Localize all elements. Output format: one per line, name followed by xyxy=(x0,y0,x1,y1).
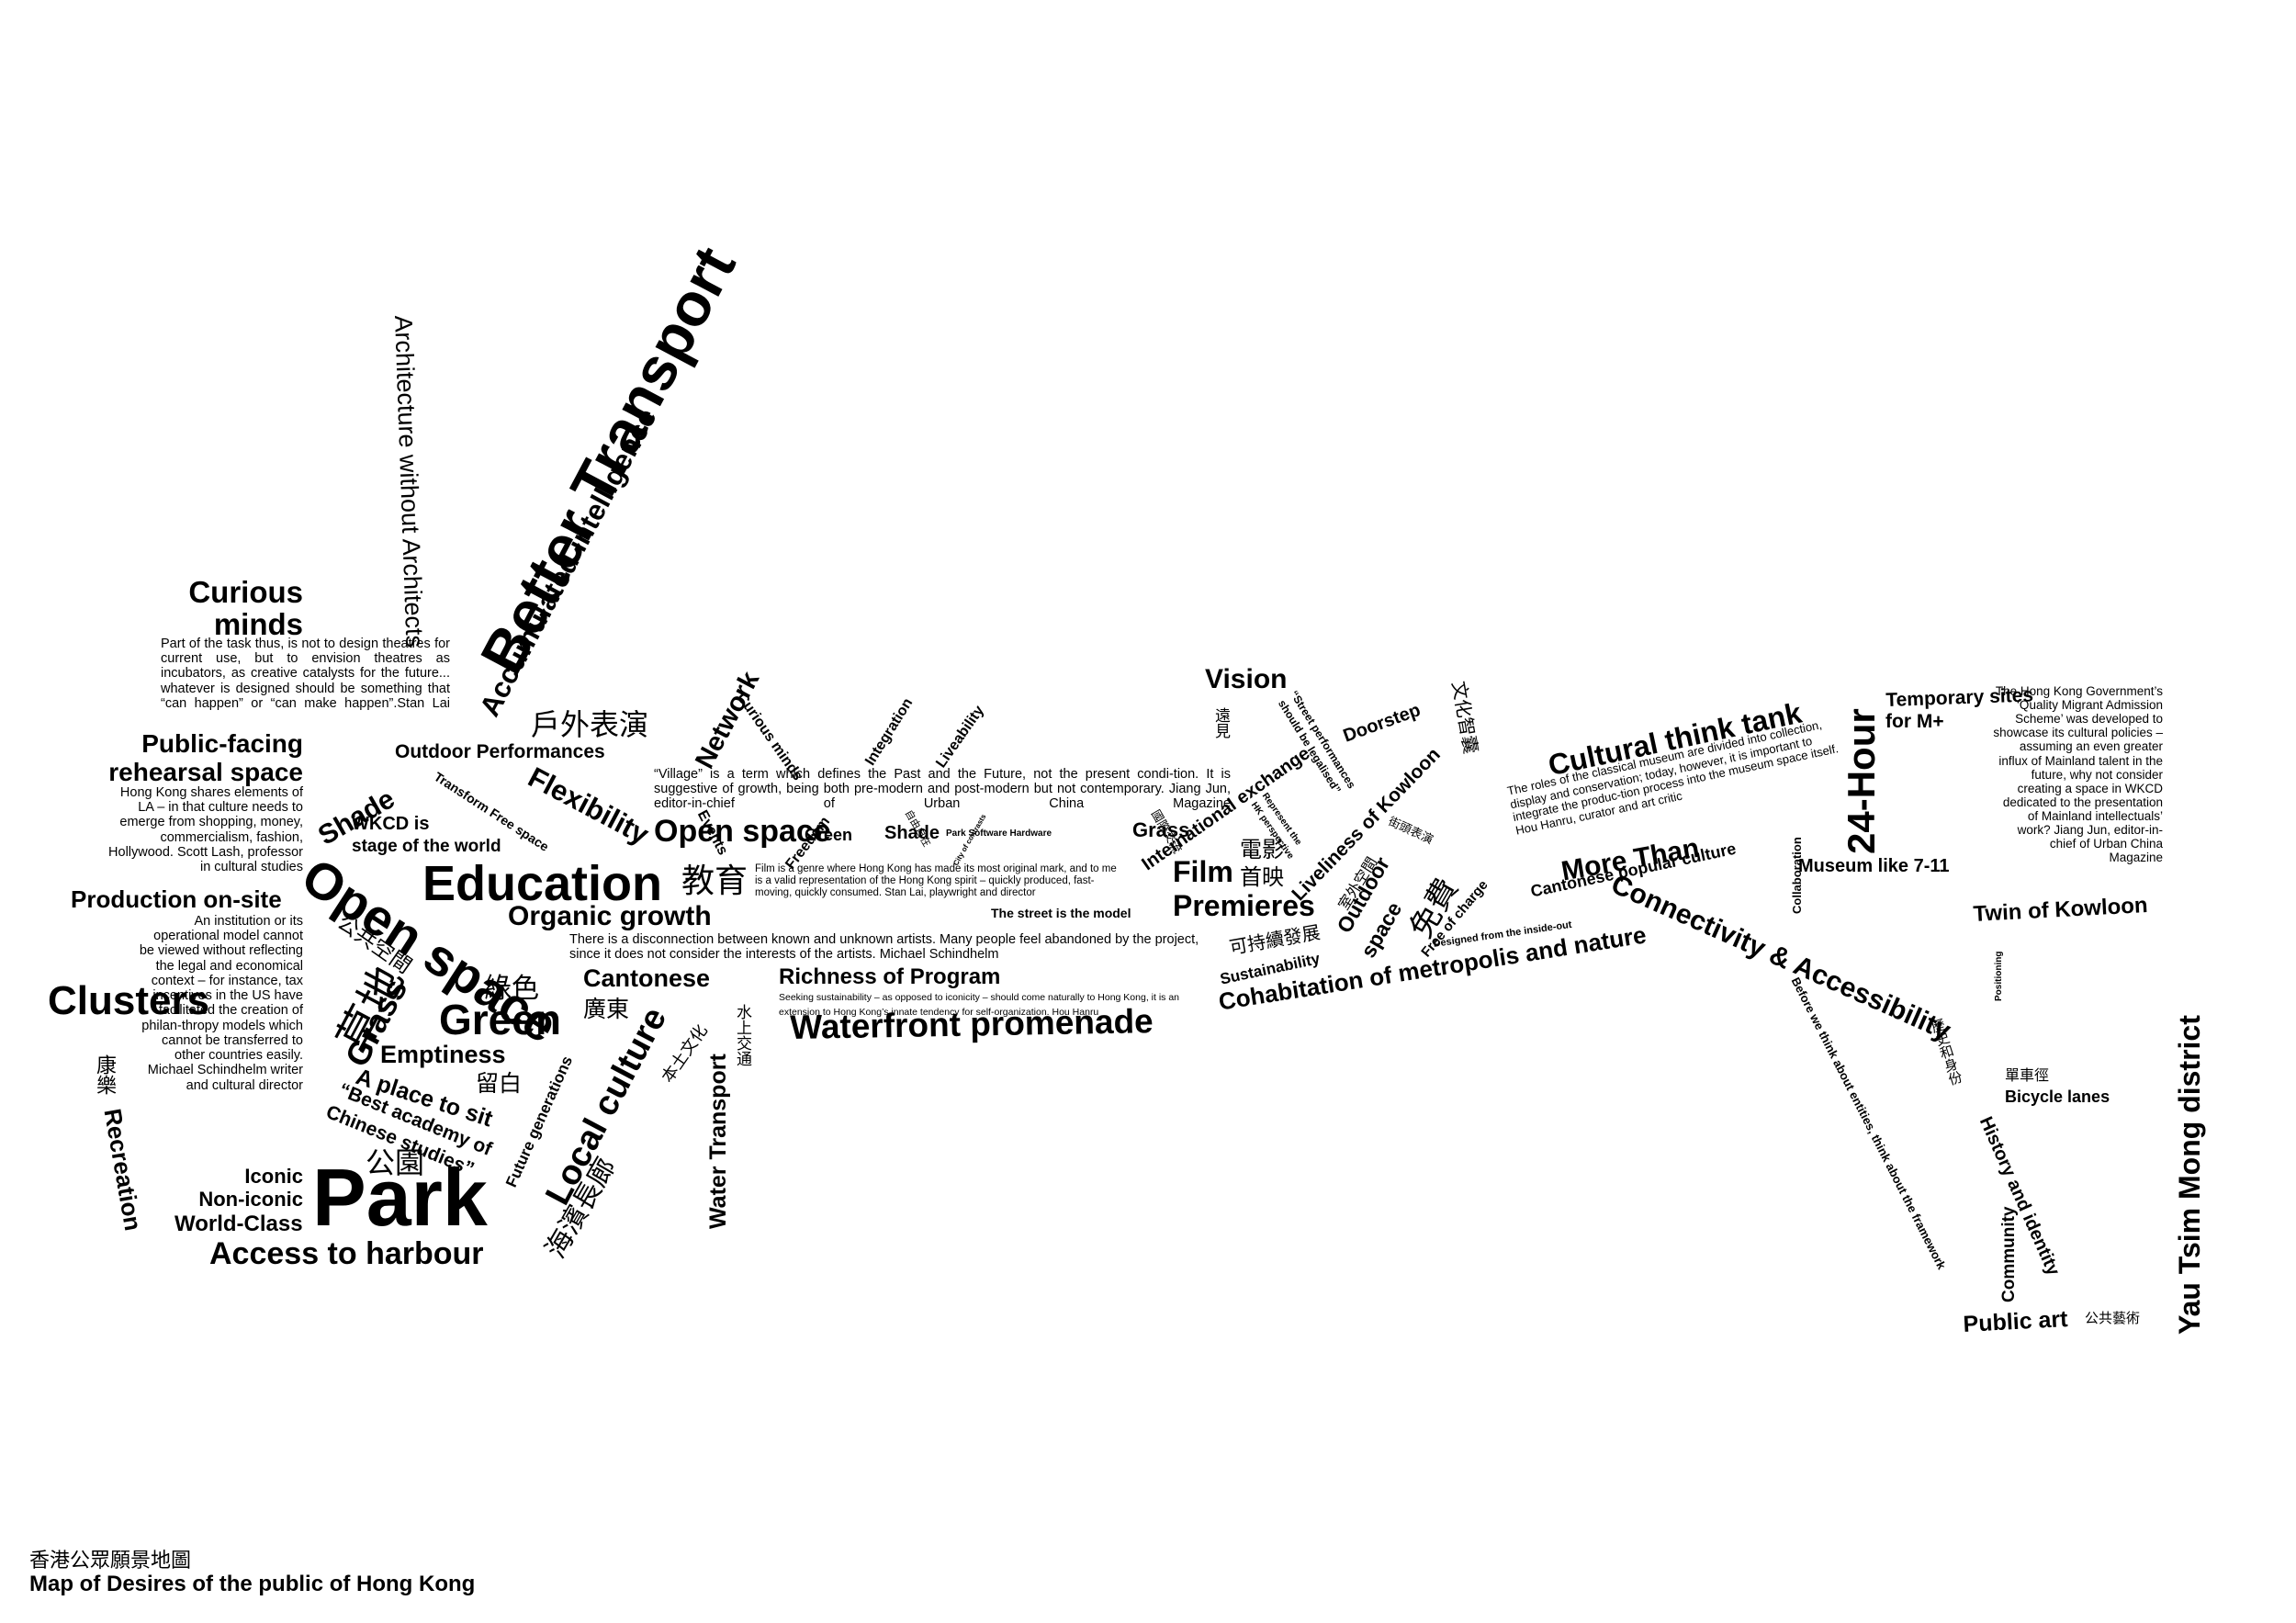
quote-stan-lai-theatres: Part of the task thus, is not to design … xyxy=(161,637,450,711)
cultural-brainpower-zh: 文化智囊 xyxy=(1447,679,1482,756)
world-class: World-Class xyxy=(174,1212,303,1236)
community: Community xyxy=(1999,1206,2019,1303)
emptiness-zh: 留白 xyxy=(476,1070,523,1097)
iconic: Iconic xyxy=(244,1165,303,1188)
green-mid: Green xyxy=(805,826,853,844)
curious-minds-line-1: Curious xyxy=(188,575,303,609)
liveability: Liveability xyxy=(933,703,987,772)
quote-schindhelm-institution: An institution or its operational model … xyxy=(139,914,303,1093)
wkcd-is: WKCD is xyxy=(352,814,430,834)
public-facing-rehearsal-heading: Public-facing rehearsal space xyxy=(55,729,303,787)
quote-jiang-jun-village: “Village” is a term which defines the Pa… xyxy=(654,767,1231,812)
education-zh: 教育 xyxy=(681,862,748,900)
non-iconic: Non-iconic xyxy=(198,1188,303,1211)
street-performances-zh: 街頭表演 xyxy=(1386,815,1435,848)
richness-of-program: Richness of Program xyxy=(779,964,1001,989)
access-to-harbour: Access to harbour xyxy=(209,1236,484,1271)
architecture-without-architects: Architecture without Architects xyxy=(389,314,429,648)
history-and-identity: History and identity xyxy=(1975,1113,2064,1279)
shade-mid: Shade xyxy=(884,823,940,843)
integration: Integration xyxy=(862,695,917,769)
cantonese: Cantonese xyxy=(583,964,711,992)
water-transport-zh: 水上交通 xyxy=(733,1004,751,1066)
yau-tsim-mong-district: Yau Tsim Mong district xyxy=(2173,1015,2206,1335)
quote-stan-lai-film: Film is a genre where Hong Kong has made… xyxy=(755,863,1117,898)
positioning: Positioning xyxy=(1994,951,2004,1001)
doorstep: Doorstep xyxy=(1340,700,1424,747)
museum-like-7-11: Museum like 7-11 xyxy=(1798,856,1950,876)
public-facing-line-2: rehearsal space xyxy=(108,757,303,786)
premieres-zh: 首映 xyxy=(1240,864,1284,890)
stage-of-the-world: stage of the world xyxy=(352,837,501,856)
park: Park xyxy=(312,1152,488,1243)
premieres: Premieres xyxy=(1173,889,1315,922)
green-zh: 綠色 xyxy=(484,973,539,1005)
recreation-label: Recreation xyxy=(98,1106,148,1234)
outdoor-performances: Outdoor Performances xyxy=(395,741,605,762)
24-hour: 24-Hour xyxy=(1840,708,1883,854)
film: Film xyxy=(1173,855,1233,888)
park-software-hardware: Park Software Hardware xyxy=(946,828,1052,839)
curious-minds-line-2: minds xyxy=(213,606,303,641)
history-identity-zh: 歷史和身份 xyxy=(1928,1016,1965,1088)
vision: Vision xyxy=(1205,664,1288,694)
accumulated-intelligence: Accumulated intelligence xyxy=(473,402,663,722)
quote-schindhelm-disconnection: There is a disconnection between known a… xyxy=(569,932,1199,963)
emptiness: Emptiness xyxy=(380,1041,506,1068)
waterfront-promenade: Waterfront promenade xyxy=(789,1002,1154,1046)
vision-zh: 遠見 xyxy=(1211,707,1230,738)
film-zh: 電影 xyxy=(1240,837,1284,862)
quote-jiang-jun-migrant: The Hong Kong Government’s ‘Quality Migr… xyxy=(1993,684,2163,865)
caption-title-zh: 香港公眾願景地圖 xyxy=(29,1550,192,1572)
bicycle-lanes: Bicycle lanes xyxy=(2005,1088,2110,1106)
public-art-zh: 公共藝術 xyxy=(2085,1310,2141,1326)
connectivity-accessibility: Connectivity & Accessibility xyxy=(1606,869,1955,1047)
twin-of-kowloon: Twin of Kowloon xyxy=(1972,893,2149,927)
production-on-site: Production on-site xyxy=(71,885,282,913)
clusters: Clusters xyxy=(48,978,210,1023)
open-space-mid: Open space xyxy=(654,814,831,849)
city-of-contrasts: City of contrasts xyxy=(951,812,988,867)
quote-scott-lash: Hong Kong shares elements of LA – in tha… xyxy=(108,785,303,875)
outdoor-performances-zh: 戶外表演 xyxy=(531,707,649,742)
grass-mid: Grass xyxy=(1132,818,1190,841)
public-facing-line-1: Public-facing xyxy=(141,729,303,758)
recreation-zh: 康樂 xyxy=(93,1054,116,1095)
quote-hou-hanru-sustainability: Seeking sustainability – as opposed to i… xyxy=(779,992,1180,1019)
map-caption: 香港公眾願景地圖 Map of Desires of the public of… xyxy=(29,1550,475,1597)
water-transport: Water Transport xyxy=(705,1054,731,1229)
bicycle-lanes-zh: 單車徑 xyxy=(2005,1066,2050,1084)
green-big: Green xyxy=(439,996,561,1043)
organic-growth: Organic growth xyxy=(508,901,712,931)
curious-minds-heading: Curious minds xyxy=(147,575,303,641)
public-art: Public art xyxy=(1962,1306,2069,1337)
caption-title-en: Map of Desires of the public of Hong Kon… xyxy=(29,1572,476,1597)
the-street-is-the-model: The street is the model xyxy=(991,906,1131,920)
education: Education xyxy=(422,856,663,911)
park-zh: 公園 xyxy=(366,1145,425,1180)
temporary-sites-2: for M+ xyxy=(1885,711,1944,732)
cantonese-zh: 廣東 xyxy=(583,996,630,1022)
